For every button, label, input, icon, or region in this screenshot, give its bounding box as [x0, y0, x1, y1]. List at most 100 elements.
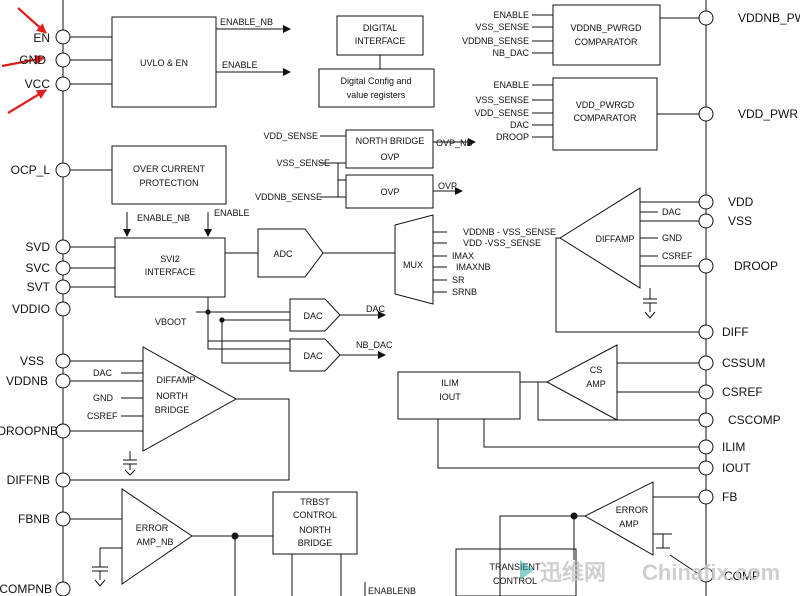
signal-nb-diffamp-dac: DAC [93, 368, 113, 378]
watermark-en: Chinafix.com [642, 560, 780, 585]
label-compnb: COMPNB [0, 582, 52, 596]
pin-vdd-pwr [698, 106, 714, 122]
watermark-cn: 迅维网 [540, 560, 606, 585]
pin-gnd [55, 52, 71, 68]
pin-ocp-l [55, 162, 71, 178]
transient-control-block [455, 548, 577, 596]
signal-enablenb: ENABLENB [368, 586, 416, 596]
digital-config-label: Digital Config and [340, 76, 411, 86]
error-amp-nb-label: ERROR [136, 523, 169, 533]
mux-label: MUX [403, 260, 423, 270]
pin-svd [55, 239, 71, 255]
label-svt: SVT [27, 280, 51, 294]
transient-control-label: CONTROL [493, 576, 537, 586]
trbst-label: NORTH [299, 525, 331, 535]
signal-mux-in: IMAX [452, 251, 474, 261]
annotation-arrow [17, 7, 47, 34]
uvlo-label: UVLO & EN [140, 58, 188, 68]
pin-svt [55, 279, 71, 295]
label-diff: DIFF [722, 325, 749, 339]
label-vddio: VDDIO [12, 302, 50, 316]
label-iout: IOUT [722, 461, 751, 475]
signal-mux-in: IMAXNB [456, 262, 491, 272]
signal-nb-diffamp-gnd: GND [93, 393, 114, 403]
label-cssum: CSSUM [722, 356, 765, 370]
junction-dot [231, 532, 239, 540]
signal-diffamp-gnd: GND [662, 233, 683, 243]
pin-compnb [55, 581, 71, 596]
pin-droopnb [55, 423, 71, 439]
transient-control-label: TRANSIENT [489, 562, 541, 572]
cs-amp-label: AMP [586, 379, 606, 389]
signal-vboot: VBOOT [155, 317, 187, 327]
signal-vddnb-sense: VDDNB_SENSE [255, 192, 322, 202]
vddnb-pwrgd-label: VDDNB_PWRGD [570, 23, 642, 33]
pin-vddnb [55, 373, 71, 389]
signal-enable: ENABLE [222, 60, 258, 70]
label-vdd: VDD [728, 195, 754, 209]
label-csref: CSREF [722, 385, 763, 399]
signal-cmp2-in: VSS_SENSE [475, 95, 529, 105]
label-diffnb: DIFFNB [7, 473, 50, 487]
label-droopnb: DROOPNB [0, 424, 58, 438]
uvlo-block [111, 16, 217, 108]
signal-vdd-sense: VDD_SENSE [263, 131, 318, 141]
diffamp-nb-block [142, 346, 238, 452]
signal-dac-out: DAC [366, 304, 386, 314]
ilim-iout-label: ILIM [441, 378, 459, 388]
signal-cmp2-in: VDD_SENSE [474, 108, 529, 118]
signal-svi-enable-nb: ENABLE_NB [137, 213, 190, 223]
nb-ovp-label: NORTH BRIDGE [356, 136, 425, 146]
pin-vddio [55, 301, 71, 317]
svi2-label: SVI2 [160, 254, 180, 264]
pin-comp [698, 567, 714, 583]
svi2-label: INTERFACE [145, 267, 196, 277]
ocp-label: PROTECTION [139, 178, 198, 188]
label-vdd-pwr: VDD_PWR [738, 107, 798, 121]
vdd-pwrgd-label: VDD_PWRGD [576, 100, 635, 110]
pin-iout [698, 460, 714, 476]
annotation-arrow [7, 89, 47, 114]
adc-block [257, 228, 324, 278]
label-svd: SVD [25, 240, 50, 254]
junction-dot [570, 512, 578, 520]
signal-mux-in: SR [452, 275, 465, 285]
pin-en [55, 29, 71, 45]
pin-vcc [55, 76, 71, 92]
pin-ilim [698, 439, 714, 455]
signal-diffamp-dac: DAC [662, 207, 682, 217]
error-amp-label: AMP [619, 519, 639, 529]
label-comp: COMP [724, 569, 760, 583]
label-vcc: VCC [25, 77, 51, 91]
pin-fb [698, 489, 714, 505]
error-amp-block [583, 481, 654, 556]
vddnb-pwrgd-block [552, 4, 661, 66]
signal-cmp1-in: NB_DAC [492, 48, 529, 58]
digital-interface-label: DIGITAL [363, 23, 397, 33]
nb-ovp-label: OVP [380, 152, 399, 162]
label-vddnb: VDDNB [6, 374, 48, 388]
label-droop: DROOP [734, 259, 778, 273]
ilim-iout-label: IOUT [439, 392, 461, 402]
diffamp-nb-label: DIFFAMP [156, 375, 195, 385]
watermark: 迅维网 Chinafix.com [520, 560, 780, 585]
mux-block [394, 214, 434, 305]
pin-fbnb [55, 511, 71, 527]
signal-vss-sense: VSS_SENSE [276, 158, 330, 168]
trbst-block [272, 491, 358, 555]
signal-cmp2-in: DROOP [496, 132, 529, 142]
signal-nb-diffamp-csref: CSREF [87, 411, 118, 421]
label-vddnb-pw: VDDNB_PW [738, 11, 800, 25]
signal-ovp-nb: OVP_NB [436, 138, 473, 148]
pin-vddnb-pw [698, 10, 714, 26]
pin-droop [698, 258, 714, 274]
signal-cmp1-in: VSS_SENSE [475, 22, 529, 32]
signal-cmp1-in: ENABLE [493, 10, 529, 20]
watermark-logo-icon [520, 560, 534, 580]
digital-config-block [318, 68, 435, 108]
pin-diff [698, 324, 714, 340]
error-amp-nb-label: AMP_NB [136, 537, 173, 547]
adc-label: ADC [273, 249, 293, 259]
signal-cmp1-in: VDDNB_SENSE [462, 36, 529, 46]
